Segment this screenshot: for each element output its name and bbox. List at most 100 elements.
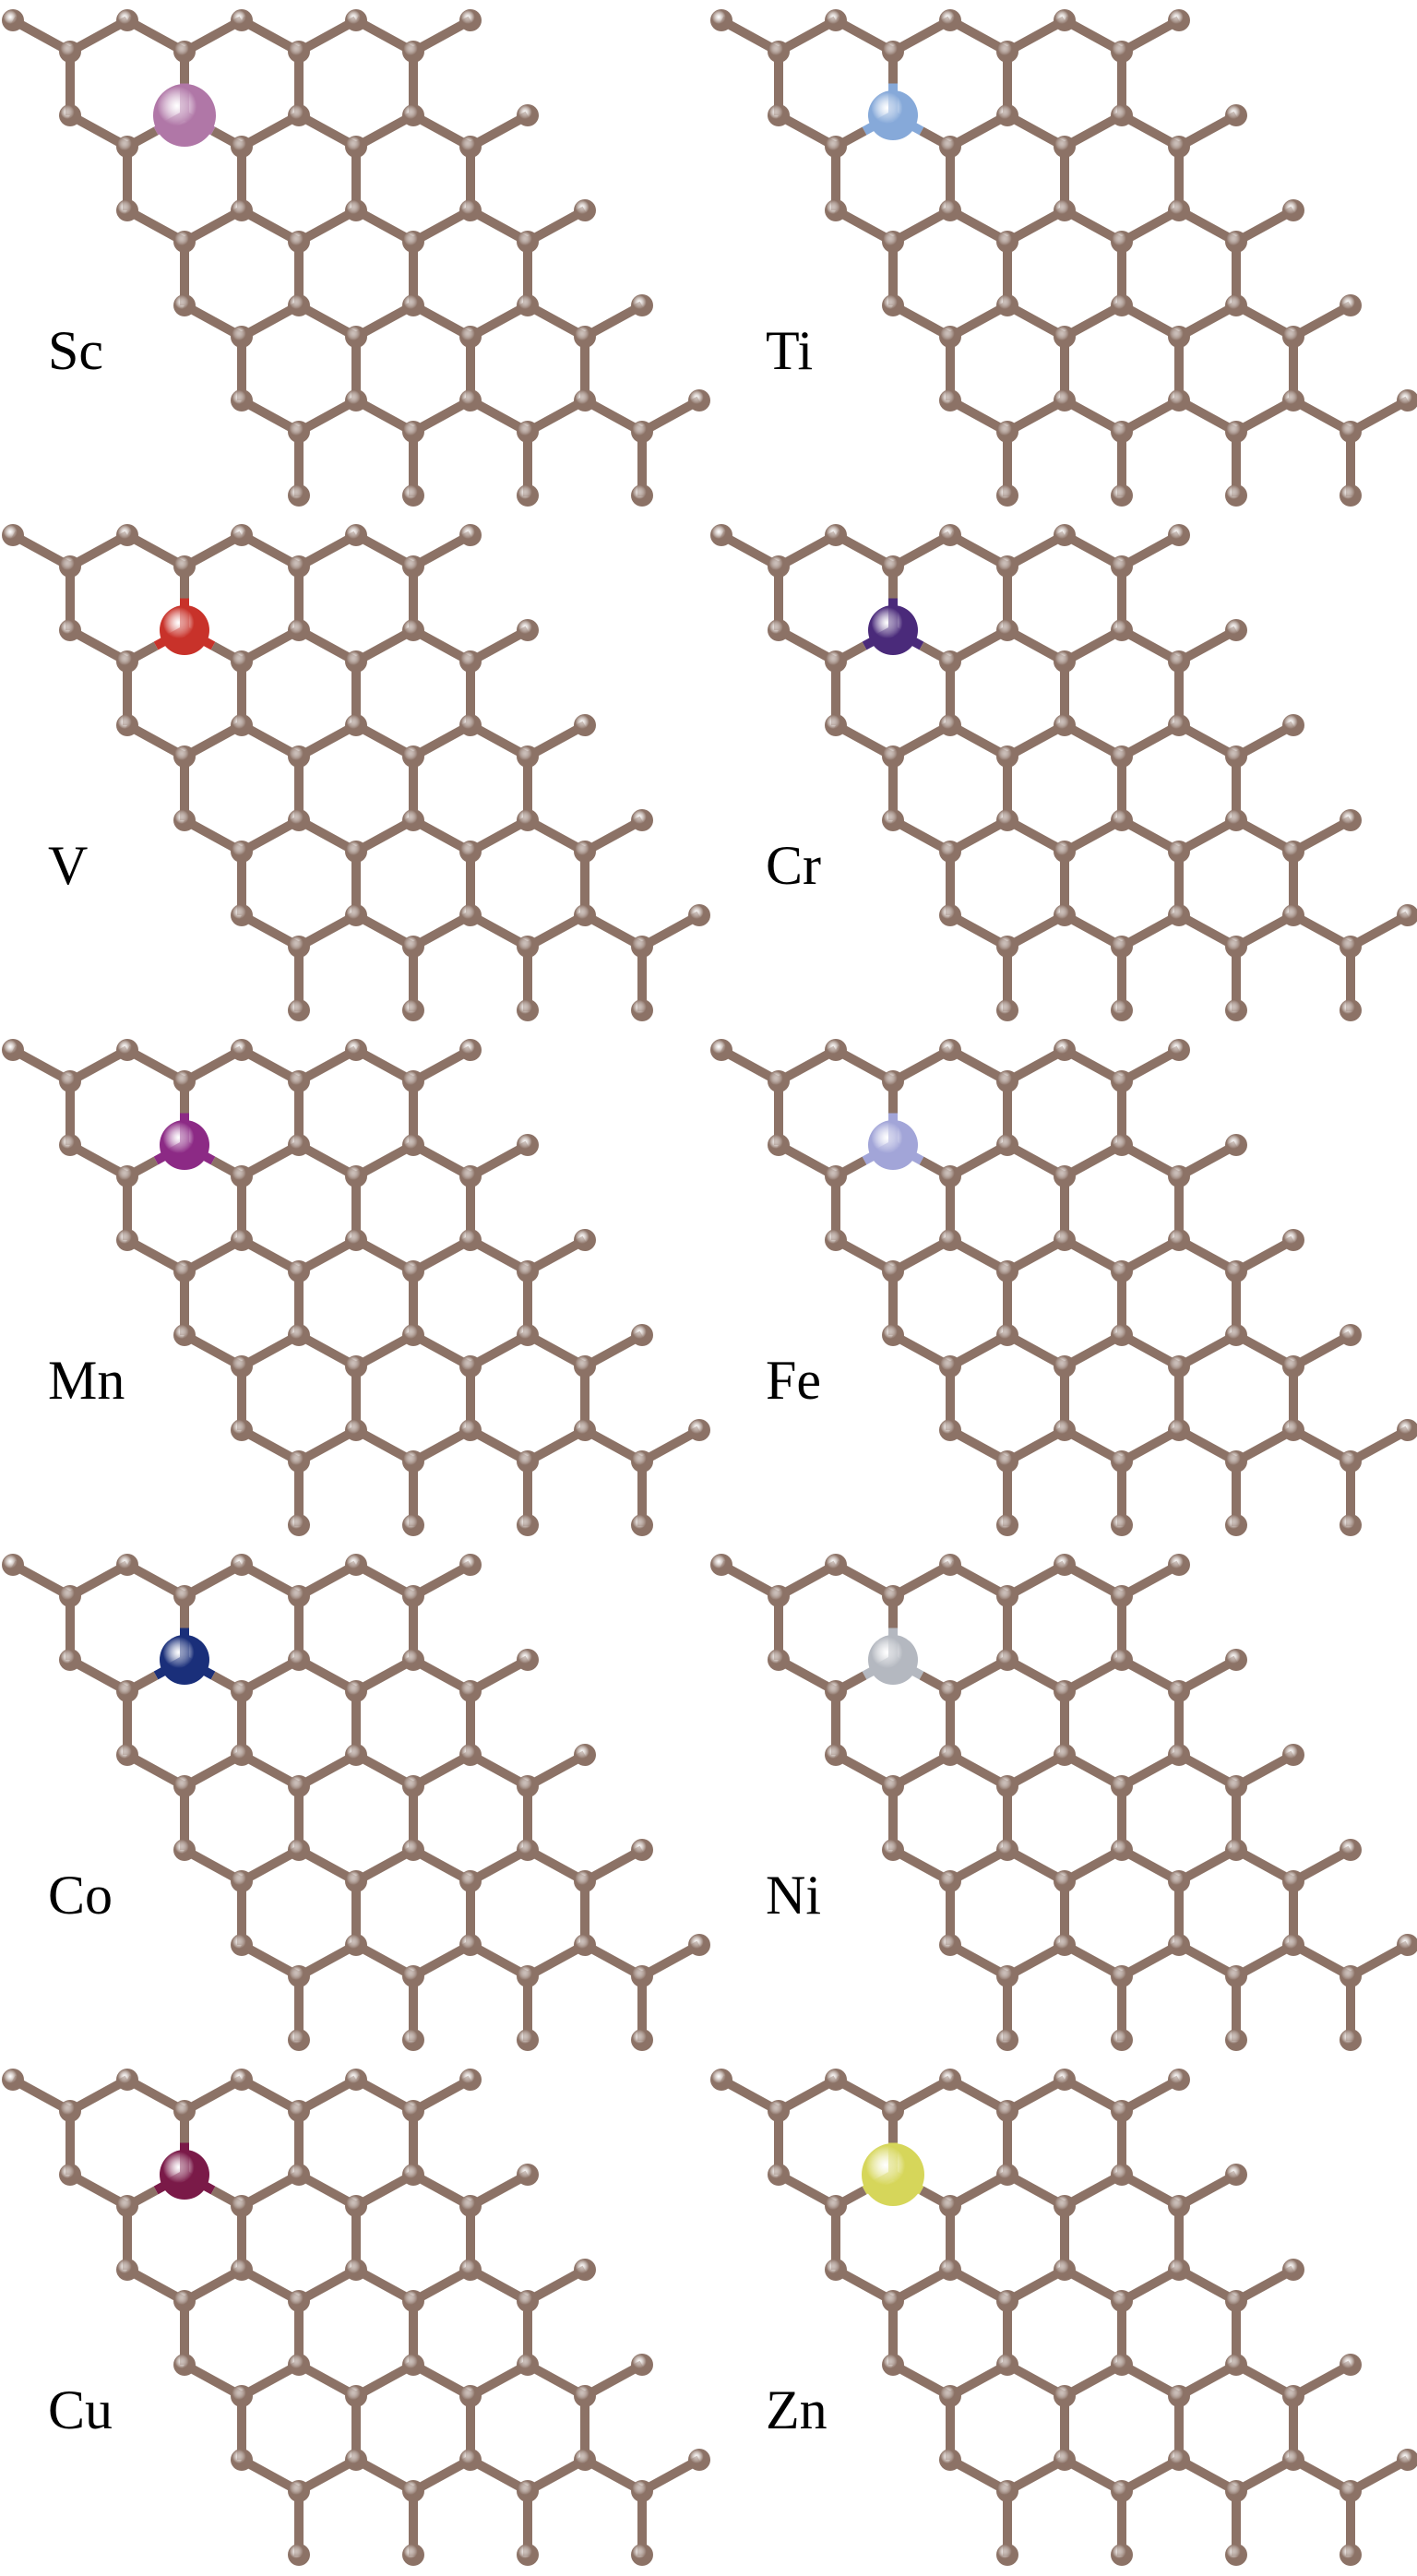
carbon-atom (231, 904, 253, 926)
carbon-atom (882, 41, 904, 63)
carbon-atom (1282, 1419, 1304, 1441)
carbon-atom (939, 1165, 961, 1187)
carbon-atom (231, 841, 253, 863)
carbon-atom (1340, 1324, 1362, 1346)
carbon-atom (288, 421, 310, 443)
panel-sc: Sc (0, 0, 710, 515)
carbon-atom (996, 294, 1018, 316)
carbon-atom (231, 2069, 253, 2091)
carbon-atom (1282, 1229, 1304, 1251)
carbon-atom (402, 1775, 424, 1797)
carbon-atom (517, 1965, 539, 1987)
carbon-atom (1111, 1070, 1133, 1092)
carbon-atom (939, 199, 961, 221)
element-label: Sc (48, 320, 103, 381)
carbon-atom (2, 1039, 24, 1061)
carbon-atom (574, 904, 596, 926)
carbon-atom (517, 484, 539, 507)
carbon-atom (288, 555, 310, 578)
carbon-atom (1225, 809, 1247, 831)
carbon-atom (996, 619, 1018, 641)
element-label: Mn (48, 1350, 125, 1411)
carbon-atom (517, 421, 539, 443)
panel-v: V (0, 515, 710, 1030)
carbon-atom (574, 2449, 596, 2471)
carbon-atom (1225, 1450, 1247, 1473)
carbon-atom (1168, 1680, 1190, 1702)
carbon-atom (1225, 1324, 1247, 1346)
carbon-atom (882, 231, 904, 253)
graphene-flake (2, 1554, 710, 2051)
carbon-atom (402, 619, 424, 641)
carbon-atom (882, 1070, 904, 1092)
element-label: Cr (766, 835, 821, 896)
carbon-atom (882, 1260, 904, 1282)
carbon-atom (710, 1039, 732, 1061)
carbon-atom (459, 2449, 482, 2471)
carbon-atom (768, 555, 790, 578)
carbon-atom (173, 294, 196, 316)
carbon-atom (116, 1680, 138, 1702)
carbon-atom (1340, 421, 1362, 443)
carbon-atom (996, 555, 1018, 578)
carbon-atom (1111, 231, 1133, 253)
carbon-atom (882, 2354, 904, 2376)
carbon-atom (459, 1554, 482, 1576)
carbon-atom (996, 2290, 1018, 2312)
carbon-atom (231, 650, 253, 673)
carbon-atom (631, 2029, 653, 2051)
carbon-atom (825, 1744, 847, 1766)
carbon-atom (1225, 999, 1247, 1021)
carbon-atom (574, 326, 596, 348)
carbon-atom (631, 1324, 653, 1346)
carbon-atom (517, 2029, 539, 2051)
carbon-atom (1225, 1839, 1247, 1861)
carbon-atom (459, 1165, 482, 1187)
carbon-atom (688, 389, 710, 411)
carbon-atom (1225, 619, 1247, 641)
carbon-atom (402, 555, 424, 578)
carbon-atom (939, 1229, 961, 1251)
carbon-atom (1282, 1870, 1304, 1892)
carbon-atom (402, 1585, 424, 1607)
carbon-atom (459, 1744, 482, 1766)
carbon-atom (517, 2164, 539, 2186)
carbon-atom (996, 745, 1018, 768)
panel-cr: Cr (708, 515, 1417, 1030)
carbon-atom (1397, 1934, 1417, 1956)
carbon-atom (231, 326, 253, 348)
carbon-atom (517, 1514, 539, 1536)
carbon-atom (345, 841, 367, 863)
carbon-atom (1054, 1355, 1076, 1377)
carbon-atom (345, 1355, 367, 1377)
carbon-atom (996, 2480, 1018, 2502)
carbon-atom (1397, 904, 1417, 926)
carbon-atom (1168, 650, 1190, 673)
carbon-atom (1111, 1514, 1133, 1536)
carbon-atom (631, 809, 653, 831)
carbon-atom (231, 1419, 253, 1441)
carbon-atom (517, 936, 539, 958)
carbon-atom (345, 1165, 367, 1187)
carbon-atom (402, 2480, 424, 2502)
carbon-atom (116, 714, 138, 736)
carbon-atom (1225, 1514, 1247, 1536)
carbon-atom (459, 714, 482, 736)
carbon-atom (345, 2449, 367, 2471)
carbon-atom (1111, 2290, 1133, 2312)
carbon-atom (517, 619, 539, 641)
carbon-atom (288, 745, 310, 768)
carbon-atom (402, 999, 424, 1021)
carbon-atom (996, 1260, 1018, 1282)
carbon-atom (288, 2290, 310, 2312)
carbon-atom (288, 294, 310, 316)
carbon-atom (1397, 1419, 1417, 1441)
carbon-atom (710, 2069, 732, 2091)
carbon-atom (882, 1775, 904, 1797)
carbon-atom (631, 936, 653, 958)
dopant-atom-ni (868, 1635, 918, 1685)
carbon-atom (1168, 2195, 1190, 2217)
panel-ti: Ti (708, 0, 1417, 515)
carbon-atom (1111, 936, 1133, 958)
carbon-atom (631, 1450, 653, 1473)
